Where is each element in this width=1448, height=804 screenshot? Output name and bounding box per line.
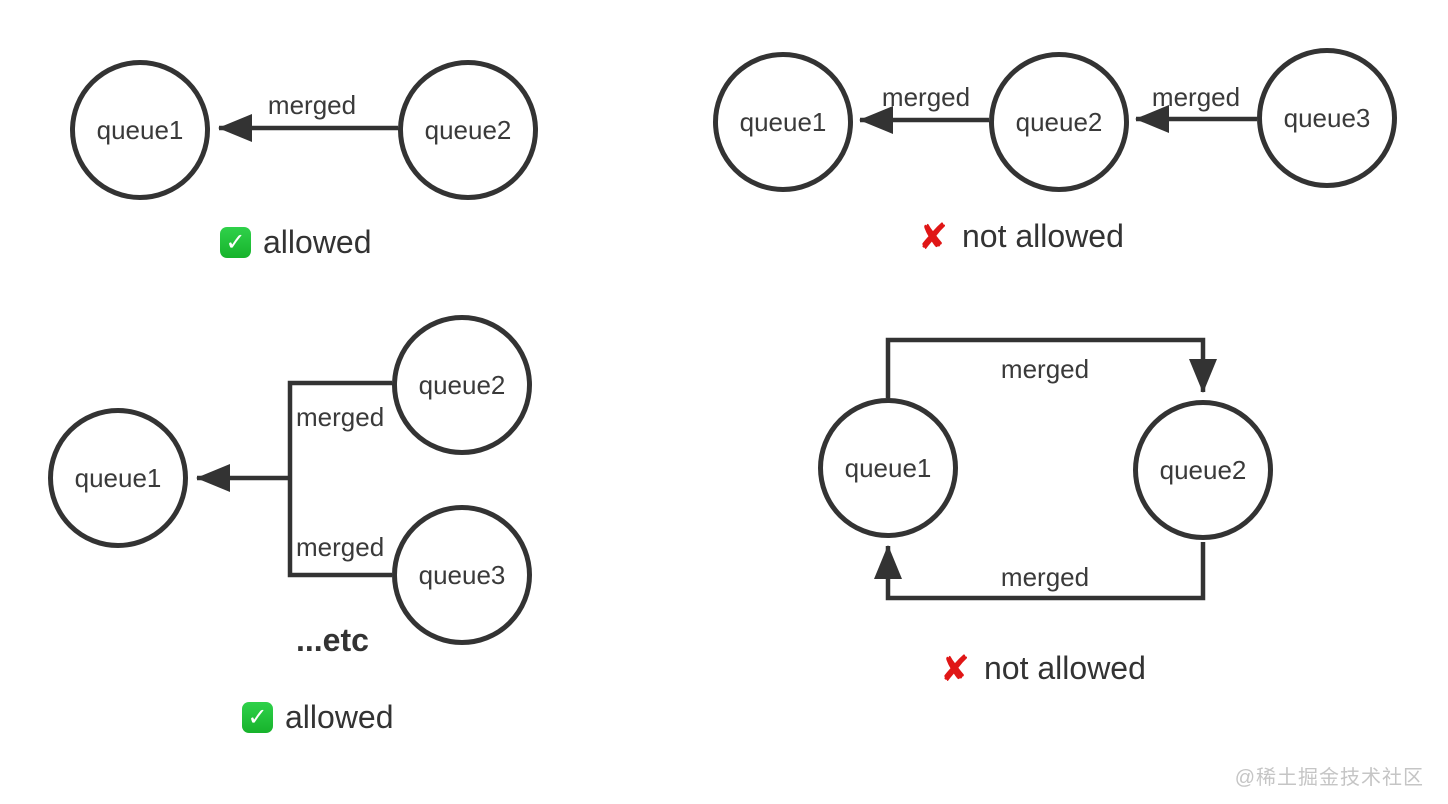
node-label: queue2	[1015, 106, 1103, 137]
node-label: queue1	[844, 452, 932, 483]
edge-label-merged: merged	[267, 90, 357, 120]
status-not-allowed: ✘ not allowed	[938, 650, 1146, 687]
node-queue2: queue2	[398, 60, 538, 200]
edge-label-merged: merged	[1000, 562, 1090, 592]
node-queue2: queue2	[1133, 400, 1273, 540]
status-allowed: ✓ allowed	[220, 224, 372, 261]
edge-label-merged: merged	[1151, 82, 1241, 112]
node-queue1: queue1	[713, 52, 853, 192]
node-queue1: queue1	[48, 408, 188, 548]
node-queue2: queue2	[392, 315, 532, 455]
etc-note: ...etc	[296, 622, 369, 658]
status-not-allowed: ✘ not allowed	[916, 218, 1124, 255]
node-label: queue2	[418, 369, 506, 400]
node-queue2: queue2	[989, 52, 1129, 192]
cross-icon: ✘	[917, 215, 949, 257]
node-label: queue3	[418, 559, 506, 590]
status-label: allowed	[285, 699, 394, 735]
node-queue3: queue3	[1257, 48, 1397, 188]
arrow-cycle-q2-to-q1	[874, 542, 1206, 601]
check-icon: ✓	[242, 702, 273, 733]
node-label: queue1	[739, 106, 827, 137]
node-queue1: queue1	[818, 398, 958, 538]
node-queue1: queue1	[70, 60, 210, 200]
watermark: @稀土掘金技术社区	[1234, 767, 1424, 789]
edge-label-merged: merged	[296, 532, 385, 562]
node-label: queue2	[1159, 454, 1247, 485]
status-label: not allowed	[984, 650, 1146, 686]
edge-label-merged: merged	[1000, 354, 1090, 384]
cross-icon: ✘	[939, 647, 971, 689]
node-queue3: queue3	[392, 505, 532, 645]
status-label: allowed	[263, 224, 372, 260]
status-allowed: ✓ allowed	[242, 699, 394, 736]
check-icon: ✓	[220, 227, 251, 258]
node-label: queue3	[1283, 102, 1371, 133]
node-label: queue1	[96, 114, 184, 145]
status-label: not allowed	[962, 218, 1124, 254]
arrow-cycle-q1-to-q2	[885, 337, 1217, 398]
edge-label-merged: merged	[881, 82, 971, 112]
edge-label-merged: merged	[296, 402, 385, 432]
node-label: queue2	[424, 114, 512, 145]
node-label: queue1	[74, 462, 162, 493]
